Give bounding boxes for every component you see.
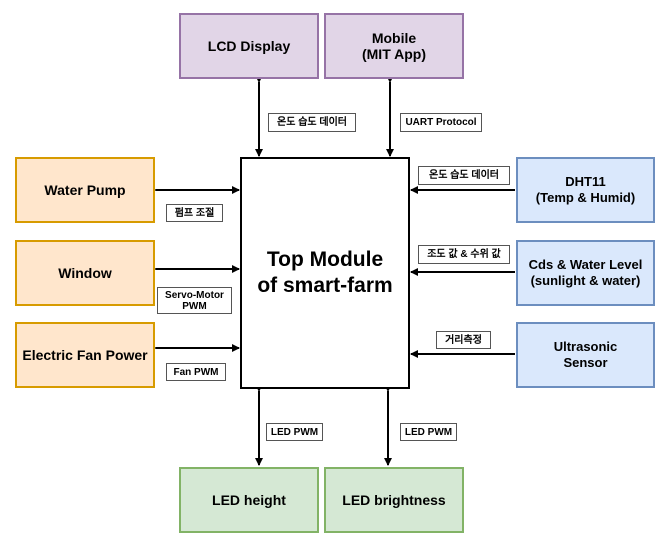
- node-led-brightness-label: LED brightness: [342, 492, 446, 508]
- node-window: Window: [15, 240, 155, 306]
- node-lcd-display-label: LCD Display: [207, 38, 291, 54]
- node-window-label: Window: [58, 265, 112, 281]
- node-top-module: Top Module of smart-farm: [240, 157, 410, 389]
- node-electric-fan-label: Electric Fan Power: [22, 347, 148, 363]
- edge-label-ultrasonic: 거리측정: [436, 331, 491, 349]
- node-dht11-label: DHT11 (Temp & Humid): [535, 174, 636, 205]
- edge-label-window: Servo-Motor PWM: [157, 287, 232, 314]
- node-top-module-label: Top Module of smart-farm: [257, 248, 393, 297]
- edge-label-dht11: 온도 습도 데이터: [418, 166, 510, 185]
- edge-label-led-brightness: LED PWM: [400, 423, 457, 441]
- node-water-pump-label: Water Pump: [44, 182, 126, 198]
- edge-label-fan: Fan PWM: [166, 363, 226, 381]
- node-mobile-label: Mobile (MIT App): [361, 30, 426, 62]
- node-led-height: LED height: [179, 467, 319, 533]
- edge-label-led-height: LED PWM: [266, 423, 323, 441]
- node-lcd-display: LCD Display: [179, 13, 319, 79]
- edge-label-mobile: UART Protocol: [400, 113, 482, 132]
- node-led-brightness: LED brightness: [324, 467, 464, 533]
- node-cds-water-level-label: Cds & Water Level (sunlight & water): [528, 257, 643, 288]
- node-water-pump: Water Pump: [15, 157, 155, 223]
- edge-label-cds: 조도 값 & 수위 값: [418, 245, 510, 264]
- node-led-height-label: LED height: [212, 492, 286, 508]
- edge-label-water-pump: 펌프 조절: [166, 204, 223, 222]
- node-dht11: DHT11 (Temp & Humid): [516, 157, 655, 223]
- node-electric-fan: Electric Fan Power: [15, 322, 155, 388]
- edge-label-lcd: 온도 습도 데이터: [268, 113, 356, 132]
- node-ultrasonic: Ultrasonic Sensor: [516, 322, 655, 388]
- node-mobile: Mobile (MIT App): [324, 13, 464, 79]
- node-ultrasonic-label: Ultrasonic Sensor: [553, 339, 618, 370]
- node-cds-water-level: Cds & Water Level (sunlight & water): [516, 240, 655, 306]
